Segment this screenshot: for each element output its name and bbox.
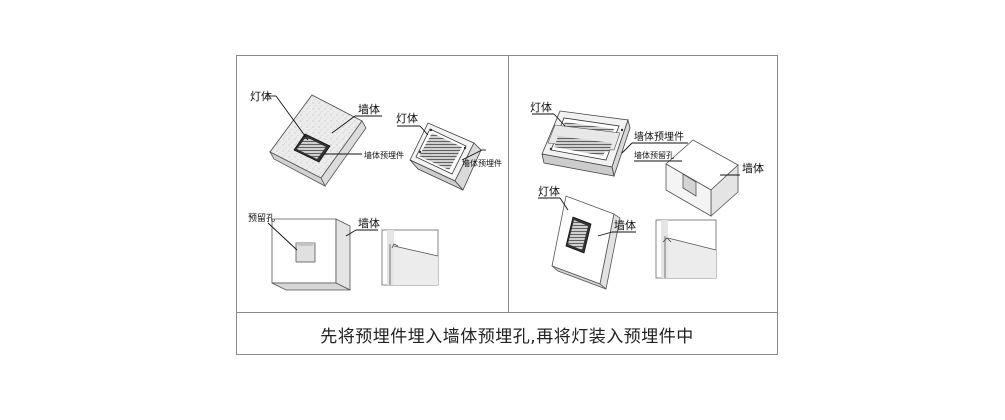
- left-section-detail: [381, 229, 439, 286]
- left-lamp-label-2: 灯体: [396, 111, 418, 125]
- instruction-caption: 先将预埋件埋入墙体预埋孔,再将灯装入预埋件中: [320, 326, 694, 347]
- left-hole-label: 预留孔: [248, 212, 275, 224]
- right-section-detail: [655, 219, 717, 279]
- left-wall-with-hole: [271, 218, 351, 291]
- right-hole-label: 墙体预留孔: [634, 150, 674, 160]
- right-lamp-label-1: 灯体: [530, 100, 552, 114]
- caption-divider: [237, 312, 777, 313]
- right-wall-label-2: 墙体: [614, 218, 636, 232]
- left-wall-with-lamp: [268, 94, 367, 187]
- left-embed-label-2: 墙体预埋件: [462, 158, 502, 168]
- right-embed-label: 墙体预埋件: [634, 130, 684, 143]
- left-embed-label-1: 墙体预埋件: [364, 150, 404, 160]
- right-lamp-label-2: 灯体: [538, 184, 560, 198]
- diagram-frame: 先将预埋件埋入墙体预埋孔,再将灯装入预埋件中: [236, 55, 778, 355]
- right-lamp-with-embed-box: [541, 110, 631, 178]
- panel-divider: [508, 56, 509, 312]
- right-lamp-in-wall: [551, 195, 621, 290]
- right-wall-with-hole: [665, 139, 739, 217]
- right-wall-label-1: 墙体: [742, 161, 764, 175]
- left-wall-label-2: 墙体: [358, 216, 380, 230]
- left-wall-label-1: 墙体: [358, 102, 380, 116]
- left-lamp-in-embed-box: [409, 122, 482, 191]
- left-lamp-label-1: 灯体: [250, 89, 272, 103]
